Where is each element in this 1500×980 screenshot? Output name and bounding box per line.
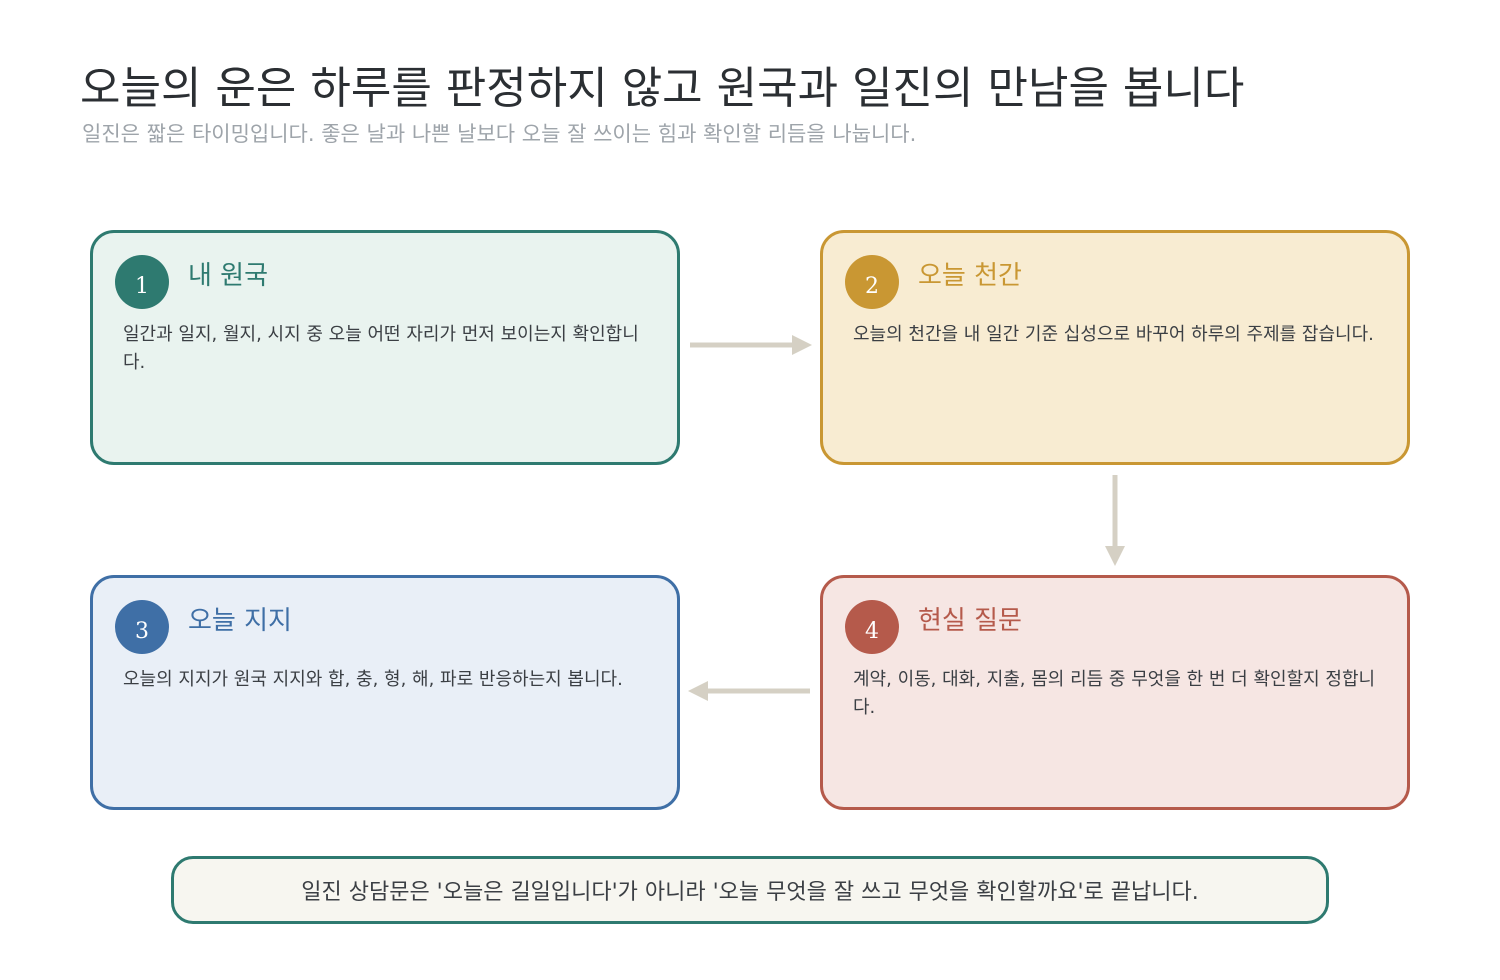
step-card-today-stem: 2 오늘 천간 오늘의 천간을 내 일간 기준 십성으로 바꾸어 하루의 주제를… — [820, 230, 1410, 465]
page-title: 오늘의 운은 하루를 판정하지 않고 원국과 일진의 만남을 봅니다 — [80, 63, 1245, 114]
step-description: 오늘의 지지가 원국 지지와 합, 충, 형, 해, 파로 반응하는지 봅니다. — [123, 669, 623, 690]
step-title: 현실 질문 — [918, 606, 1022, 636]
summary-note: 일진 상담문은 '오늘은 길일입니다'가 아니라 '오늘 무엇을 잘 쓰고 무엇… — [171, 856, 1329, 924]
arrow-step1-to-step2 — [690, 335, 812, 355]
arrow-step4-to-step3 — [688, 681, 810, 701]
arrow-step2-to-step4 — [1105, 475, 1125, 566]
step-number-badge: 2 — [845, 255, 899, 309]
step-title: 오늘 지지 — [188, 606, 292, 636]
step-title: 내 원국 — [188, 261, 269, 291]
step-card-real-question: 4 현실 질문 계약, 이동, 대화, 지출, 몸의 리듬 중 무엇을 한 번 … — [820, 575, 1410, 810]
step-description: 계약, 이동, 대화, 지출, 몸의 리듬 중 무엇을 한 번 더 확인할지 정… — [853, 669, 1376, 718]
step-number-badge: 1 — [115, 255, 169, 309]
step-title: 오늘 천간 — [918, 261, 1022, 291]
step-card-my-chart: 1 내 원국 일간과 일지, 월지, 시지 중 오늘 어떤 자리가 먼저 보이는… — [90, 230, 680, 465]
step-description: 일간과 일지, 월지, 시지 중 오늘 어떤 자리가 먼저 보이는지 확인합니다… — [123, 324, 639, 373]
step-number-badge: 4 — [845, 600, 899, 654]
step-description: 오늘의 천간을 내 일간 기준 십성으로 바꾸어 하루의 주제를 잡습니다. — [853, 324, 1374, 345]
page-subtitle: 일진은 짧은 타이밍입니다. 좋은 날과 나쁜 날보다 오늘 잘 쓰이는 힘과 … — [82, 122, 917, 146]
step-number-badge: 3 — [115, 600, 169, 654]
summary-note-text: 일진 상담문은 '오늘은 길일입니다'가 아니라 '오늘 무엇을 잘 쓰고 무엇… — [301, 880, 1199, 905]
step-card-today-branch: 3 오늘 지지 오늘의 지지가 원국 지지와 합, 충, 형, 해, 파로 반응… — [90, 575, 680, 810]
